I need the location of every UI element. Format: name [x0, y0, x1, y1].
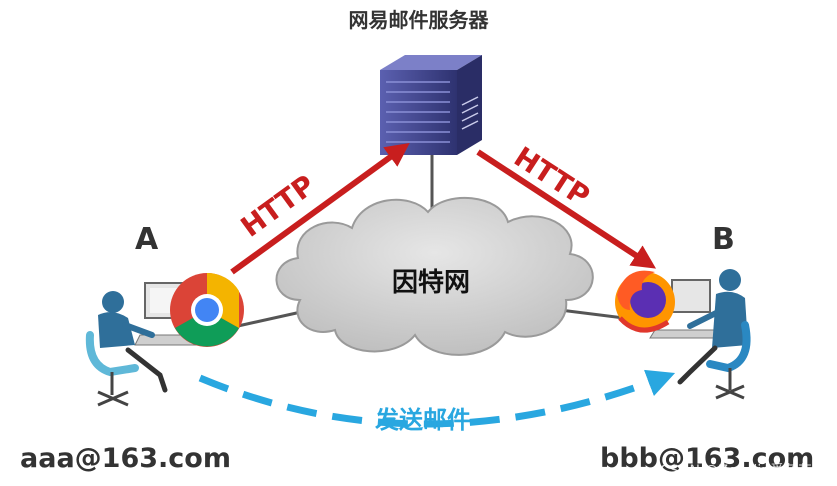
- send-arrow: [198, 369, 676, 428]
- http-arrow-left: [230, 142, 410, 275]
- server-title: 网易邮件服务器: [348, 8, 489, 32]
- firefox-icon: [615, 270, 675, 333]
- http-arrow-right: [476, 149, 657, 269]
- client-b-label: B: [712, 222, 735, 257]
- email-address-b: bbb@163.com: [600, 443, 815, 474]
- internet-label: 因特网: [392, 268, 471, 298]
- client-a-label: A: [135, 222, 159, 257]
- email-address-a: aaa@163.com: [20, 443, 231, 474]
- chrome-icon: [170, 272, 244, 347]
- watermark: CSDN @Zevalin爱灰灰: [660, 463, 813, 479]
- user-b-icon: [649, 269, 751, 400]
- server-icon: [380, 55, 482, 155]
- send-mail-label: 发送邮件: [375, 406, 471, 434]
- cloud-icon: [275, 196, 594, 356]
